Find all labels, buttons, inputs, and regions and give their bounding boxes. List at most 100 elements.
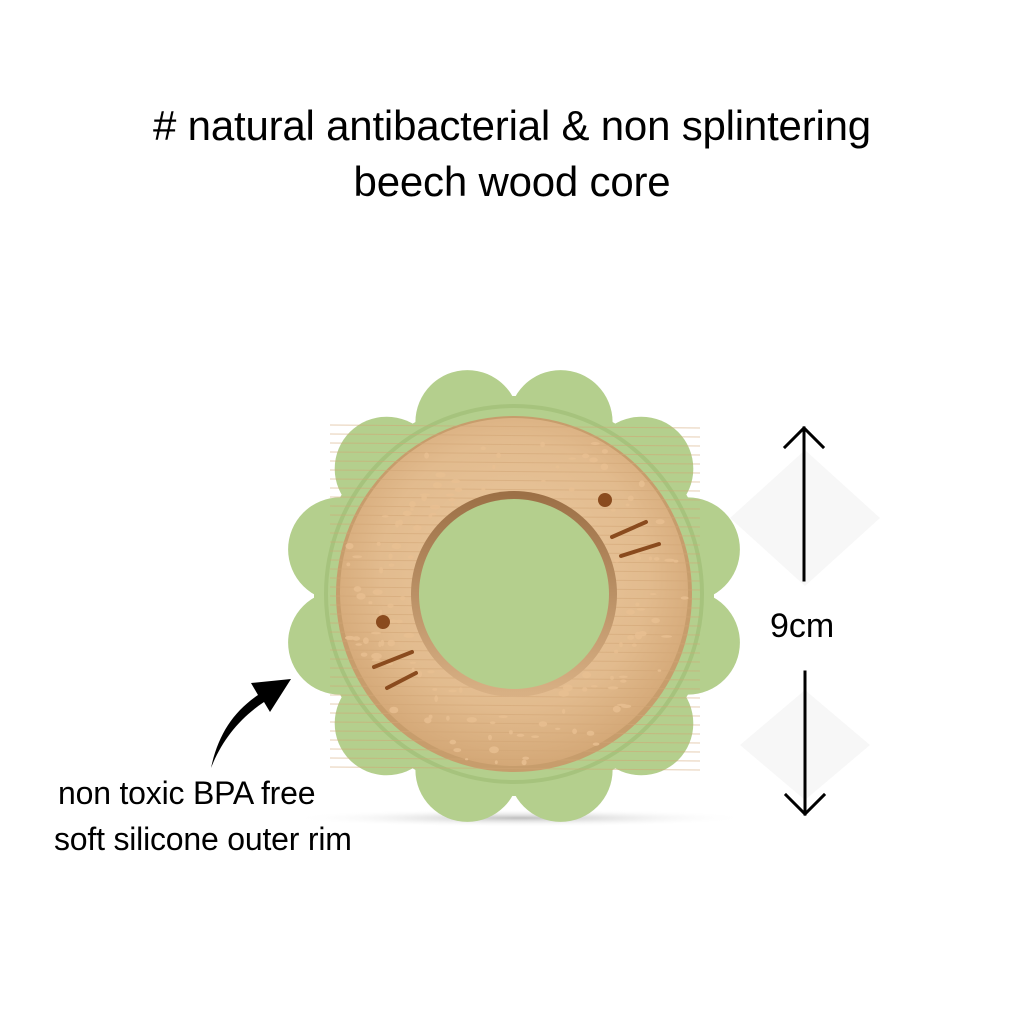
wood-speckle (411, 667, 415, 672)
wood-speckle (356, 593, 366, 600)
wood-speckle (562, 708, 566, 714)
wood-speckle (432, 688, 438, 691)
wood-speckle (612, 705, 621, 713)
wood-speckle (388, 619, 398, 623)
wood-speckle (391, 543, 402, 550)
engraved-whisker (372, 650, 414, 669)
wood-speckle (541, 480, 546, 482)
wood-speckle (451, 503, 455, 506)
wood-grain-line (329, 712, 701, 717)
wood-speckle (616, 703, 627, 707)
wood-speckle (409, 661, 416, 664)
wood-speckle (522, 756, 530, 760)
wood-speckle (446, 715, 450, 721)
wood-speckle (494, 760, 498, 765)
arrow-down-head (783, 792, 827, 817)
wood-speckle (591, 685, 598, 688)
wood-speckle (631, 643, 637, 647)
wood-grain-line (329, 442, 701, 447)
wood-speckle (454, 487, 463, 492)
wood-speckle (413, 525, 422, 531)
wood-speckle (582, 687, 588, 692)
wood-speckle (572, 728, 577, 735)
wood-speckle (582, 453, 590, 459)
wood-speckle (657, 669, 662, 672)
wood-speckle (651, 617, 660, 624)
wood-speckle (451, 479, 461, 484)
wood-speckle (370, 631, 382, 635)
wood-speckle (607, 686, 619, 690)
wood-speckle (395, 520, 399, 528)
wood-speckle (430, 504, 441, 510)
wood-speckle (554, 727, 561, 731)
wood-grain-line (329, 748, 701, 753)
wood-speckle (416, 670, 423, 678)
wood-speckle (435, 472, 446, 478)
wood-speckle (445, 493, 455, 497)
wood-speckle (638, 480, 645, 488)
wood-speckle (680, 596, 689, 600)
engraved-face (372, 493, 661, 690)
wood-speckle (387, 603, 394, 609)
wood-speckle (448, 689, 457, 693)
callout-caption: non toxic BPA free soft silicone outer r… (54, 770, 352, 862)
wood-speckle (480, 446, 486, 451)
wood-speckle (601, 449, 609, 454)
wood-speckle (368, 601, 373, 605)
wood-speckle (531, 735, 539, 738)
wood-grain-line (329, 721, 701, 726)
wood-speckle (453, 748, 462, 753)
wood-grain-line (329, 478, 701, 483)
wood-speckle (372, 589, 383, 595)
wood-grain-line (329, 703, 701, 708)
dimension-arrow (782, 425, 827, 817)
wood-speckle (389, 706, 399, 714)
wood-speckle (562, 684, 573, 692)
wood-speckle (619, 642, 623, 648)
wood-speckle (397, 519, 403, 526)
wood-speckle (353, 586, 362, 592)
wood-speckle (568, 457, 576, 460)
wood-speckle (388, 563, 395, 567)
wood-speckle (371, 658, 381, 662)
wood-speckle (655, 519, 665, 525)
wood-speckle (402, 510, 412, 516)
callout-line-2: soft silicone outer rim (54, 821, 352, 857)
wood-speckle (427, 670, 435, 674)
wood-speckle (586, 730, 595, 736)
wood-speckle (400, 596, 406, 601)
wood-speckle (610, 675, 614, 680)
wood-speckle (555, 465, 560, 469)
engraved-eye-left (376, 615, 390, 629)
wood-speckle (648, 556, 653, 561)
wood-speckle (635, 631, 641, 639)
wood-speckle (488, 734, 492, 741)
wood-speckle (449, 739, 457, 745)
callout-line-1: non toxic BPA free (58, 775, 316, 811)
wood-grain-line (329, 460, 701, 465)
wood-grain-line (329, 757, 701, 762)
wood-grain-line (329, 487, 701, 492)
wood-speckle (432, 482, 442, 489)
wood-grain-line (329, 766, 701, 771)
wood-speckle (465, 758, 469, 761)
wood-grain-line (329, 469, 701, 474)
silicone-groove (324, 404, 704, 784)
wood-speckle (378, 641, 382, 648)
wood-speckle (345, 543, 354, 550)
wood-speckle (626, 609, 635, 615)
headline-line-2: beech wood core (353, 158, 671, 205)
wood-speckle (424, 452, 429, 459)
wood-speckle (627, 495, 634, 502)
wood-grain-line (329, 739, 701, 744)
wood-speckle (387, 639, 395, 647)
arrow-up-head (782, 425, 826, 450)
wood-speckle (459, 687, 463, 693)
wood-speckle (600, 463, 609, 471)
wood-speckle (592, 742, 600, 746)
wood-speckle (614, 558, 620, 563)
wood-grain-line (329, 433, 701, 438)
engraved-whisker (385, 671, 418, 690)
wood-speckle (664, 558, 675, 562)
